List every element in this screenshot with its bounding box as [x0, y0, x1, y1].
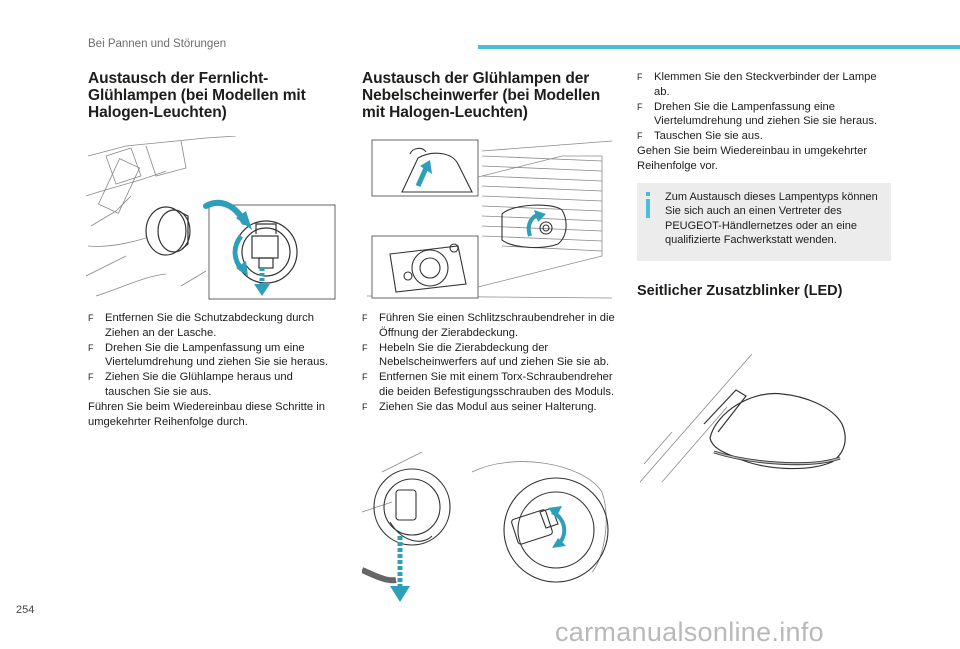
- section-title: Bei Pannen und Störungen: [88, 38, 227, 50]
- info-note-text: Zum Austausch dieses Lampentyps können S…: [665, 191, 878, 247]
- step-marker-icon: F: [88, 313, 94, 323]
- col1-title-line: Austausch der Fernlicht-: [88, 70, 269, 87]
- col1-title-line: Halogen-Leuchten): [88, 104, 227, 121]
- col2-title-line: Austausch der Glühlampen der: [362, 70, 590, 87]
- foglamp-module-illustration: [362, 452, 609, 602]
- header-accent-bar: [478, 45, 960, 49]
- col1-title-line: Glühlampen (bei Modellen mit: [88, 87, 306, 104]
- step-marker-icon: F: [362, 313, 368, 323]
- col3-after-text: Gehen Sie beim Wiedereinbau in umgekehrt…: [637, 145, 868, 172]
- step-marker-icon: F: [637, 72, 643, 82]
- col3-subheading: Seitlicher Zusatzblinker (LED): [637, 283, 843, 299]
- step-marker-icon: F: [88, 372, 94, 383]
- step-marker-icon: F: [637, 101, 643, 112]
- info-icon: [646, 192, 650, 218]
- headlamp-illustration: [86, 136, 336, 300]
- col2-heading: Austausch der Glühlampen der Nebelschein…: [362, 70, 622, 121]
- step-marker-icon: F: [362, 372, 368, 383]
- foglamp-cover-illustration: [366, 139, 613, 299]
- watermark: carmanualsonline.info: [555, 617, 824, 647]
- col1-heading: Austausch der Fernlicht- Glühlampen (bei…: [88, 70, 338, 121]
- col2-title-line: Nebelscheinwerfer (bei Modellen: [362, 87, 601, 104]
- step-marker-icon: F: [637, 131, 643, 142]
- page-number: 254: [16, 604, 35, 616]
- col2-title-line: mit Halogen-Leuchten): [362, 104, 528, 121]
- step-marker-icon: F: [362, 401, 368, 412]
- step-marker-icon: F: [362, 342, 368, 353]
- col1-after-text: Führen Sie beim Wiedereinbau diese Schri…: [88, 401, 325, 428]
- side-indicator-illustration: [639, 353, 846, 483]
- info-note: Zum Austausch dieses Lampentyps können S…: [637, 183, 891, 261]
- step-marker-icon: F: [88, 342, 94, 353]
